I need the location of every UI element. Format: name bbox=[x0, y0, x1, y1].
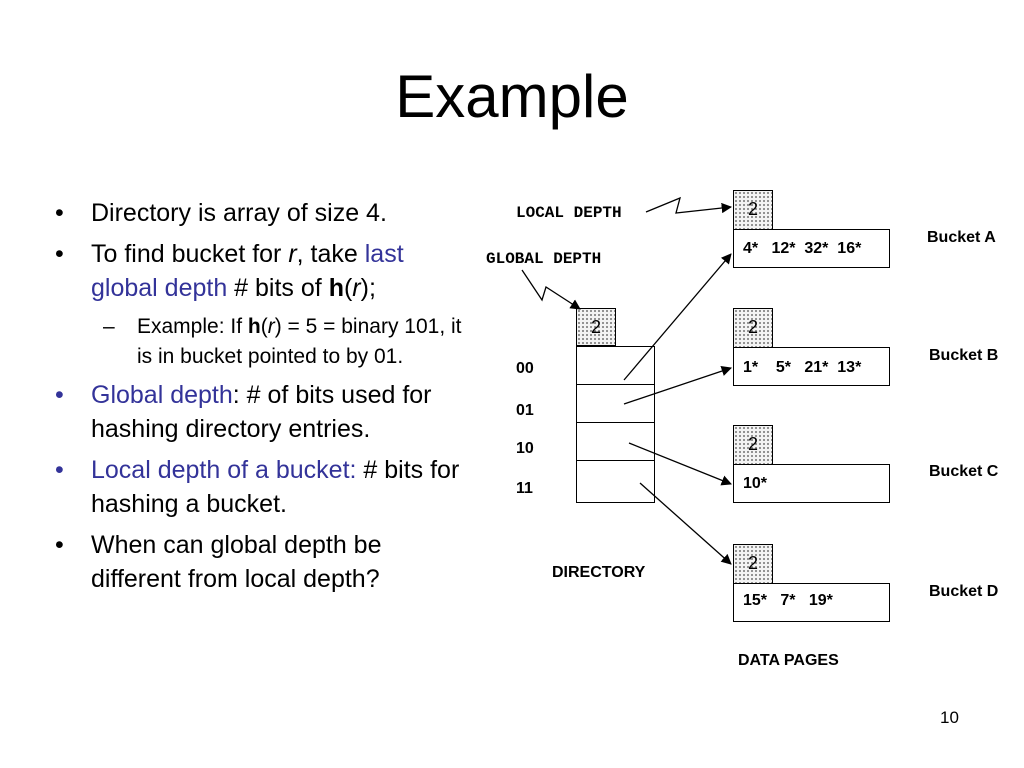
bucket-name: Bucket C bbox=[929, 463, 999, 480]
sub-bullet-text: r bbox=[267, 315, 275, 338]
bullet-text: h bbox=[328, 274, 344, 302]
bullet-icon: • bbox=[55, 240, 64, 268]
local-depth-box: 2 bbox=[733, 425, 773, 465]
sub-bullet-item: – Example: If h(r) = 5 = binary 101, it … bbox=[55, 312, 475, 372]
bullet-text: ( bbox=[343, 274, 353, 302]
slide-title: Example bbox=[395, 63, 629, 130]
sub-bullet-text: ( bbox=[260, 315, 268, 338]
bullet-item: • Directory is array of size 4. bbox=[55, 196, 475, 230]
bullet-item: • When can global depth be different fro… bbox=[55, 528, 475, 596]
page-number: 10 bbox=[940, 708, 959, 727]
bucket-entries: 1* 5* 21* 13* bbox=[743, 359, 862, 376]
bullet-text: ); bbox=[360, 274, 376, 302]
bullet-text: When can global depth be different from … bbox=[91, 531, 382, 593]
directory-entry-label: 00 bbox=[516, 360, 534, 377]
pointer-arrow-11 bbox=[639, 482, 732, 565]
local-depth-box: 2 bbox=[733, 544, 773, 584]
bucket-entries: 4* 12* 32* 16* bbox=[743, 240, 862, 257]
bullet-text: Directory is array of size 4. bbox=[91, 199, 387, 227]
directory-cell bbox=[576, 460, 655, 503]
bullet-text: : # of bits used for hashing directory e… bbox=[91, 381, 432, 443]
bullet-icon: • bbox=[55, 531, 64, 559]
global-depth-callout-arrow bbox=[521, 269, 581, 310]
bullet-accent-text: last global depth bbox=[91, 240, 404, 302]
directory-entry-label: 01 bbox=[516, 402, 534, 419]
local-depth-box: 2 bbox=[733, 190, 773, 230]
bullet-item: • To find bucket for r, take last global… bbox=[55, 237, 475, 305]
bullet-text: r bbox=[288, 240, 297, 268]
dash-icon: – bbox=[103, 315, 115, 338]
directory-entry-label: 11 bbox=[516, 480, 533, 497]
bucket-page bbox=[733, 229, 890, 268]
directory-cell bbox=[576, 346, 655, 386]
directory-cell bbox=[576, 422, 655, 462]
sub-bullet-text: h bbox=[247, 315, 261, 338]
bullet-accent-text: Local depth of a bucket: bbox=[91, 456, 357, 484]
local-depth-label: LOCAL DEPTH bbox=[516, 204, 622, 222]
local-depth-callout-arrow bbox=[645, 196, 733, 214]
bullet-icon: • bbox=[55, 199, 64, 227]
bucket-name: Bucket D bbox=[929, 583, 999, 600]
bucket-entries: 10* bbox=[743, 475, 768, 492]
bucket-page bbox=[733, 464, 890, 503]
bullet-icon: • bbox=[55, 381, 64, 409]
global-depth-box: 2 bbox=[576, 308, 616, 346]
bullet-item: • Global depth: # of bits used for hashi… bbox=[55, 378, 475, 446]
bullet-text: To find bucket for bbox=[91, 240, 289, 268]
bucket-name: Bucket A bbox=[927, 229, 996, 246]
bucket-page bbox=[733, 347, 890, 386]
data-pages-label: DATA PAGES bbox=[738, 652, 839, 669]
bullet-accent-text: Global depth bbox=[91, 381, 233, 409]
pointer-arrow-01 bbox=[623, 366, 732, 405]
directory-label: DIRECTORY bbox=[552, 564, 646, 581]
bucket-name: Bucket B bbox=[929, 347, 999, 364]
pointer-arrow-10 bbox=[628, 442, 732, 486]
global-depth-label: GLOBAL DEPTH bbox=[486, 250, 602, 268]
bucket-page bbox=[733, 583, 890, 622]
pointer-arrow-00 bbox=[623, 253, 732, 381]
sub-bullet-text: Example: If bbox=[137, 315, 248, 338]
bucket-entries: 15* 7* 19* bbox=[743, 592, 833, 609]
bullet-icon: • bbox=[55, 456, 64, 484]
directory-entry-label: 10 bbox=[516, 440, 534, 457]
bullet-text: # bits of bbox=[227, 274, 329, 302]
bullet-text: r bbox=[352, 274, 361, 302]
bullet-item: • Local depth of a bucket: # bits for ha… bbox=[55, 453, 475, 521]
bullet-list: • Directory is array of size 4. • To fin… bbox=[55, 196, 475, 603]
sub-bullet-text: ) = 5 = binary 101, it is in bucket poin… bbox=[137, 315, 462, 368]
bullet-text: , take bbox=[296, 240, 365, 268]
bullet-text: # bits for hashing a bucket. bbox=[91, 456, 460, 518]
